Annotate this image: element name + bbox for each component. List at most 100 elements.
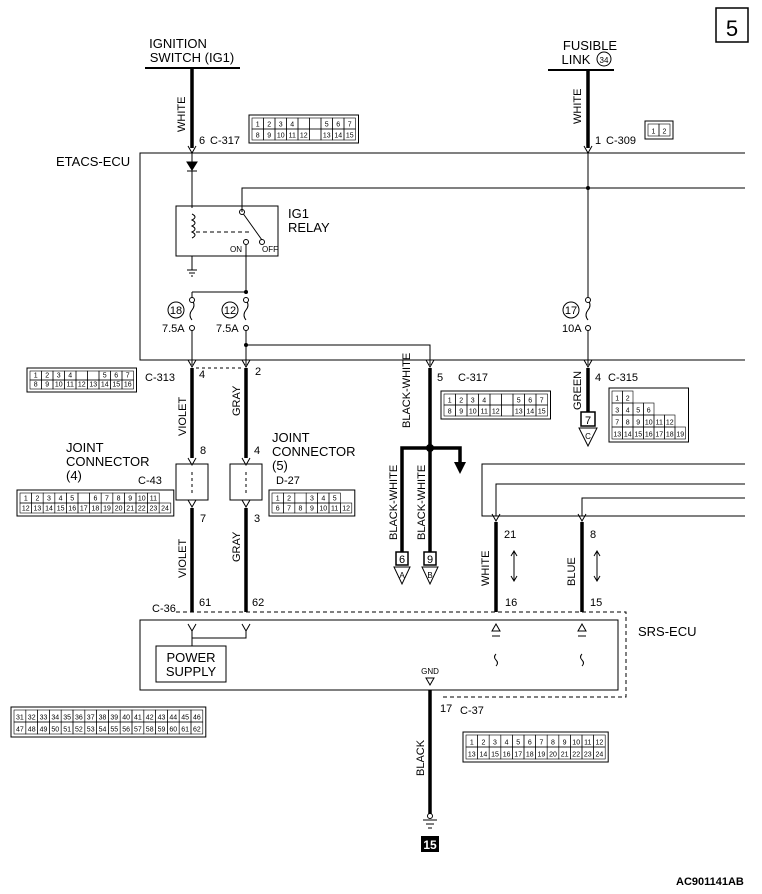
connector-pin-number: 8 [256, 133, 260, 140]
connector-cell [489, 393, 502, 406]
connector-c37-label: C-37 [460, 705, 484, 717]
offpage-b-letter: B [427, 571, 432, 580]
fuse-17-circle [562, 301, 580, 319]
connector-pin-number: 15 [57, 506, 65, 513]
c317-arrow-5 [425, 359, 435, 369]
connector-c315-label: C-315 [608, 372, 638, 384]
connector-pin-number: 46 [193, 715, 201, 722]
connector-pin-number: 14 [480, 752, 488, 759]
connector-cell [309, 117, 322, 130]
connector-pin-number: 2 [626, 396, 630, 403]
wire-label-violet-upper: VIOLET [177, 397, 189, 436]
wire-white-srs-inner [495, 483, 745, 516]
connector-pin-number: 9 [310, 506, 314, 513]
page-number-box [715, 7, 749, 43]
relay-off-label: OFF [262, 245, 278, 254]
fuse-17-icon [585, 299, 591, 321]
ig1-relay-box [175, 205, 279, 257]
connector-pin-number: 10 [55, 382, 63, 389]
fuse-12-circle [221, 301, 239, 319]
connector-pin-number: 6 [276, 506, 280, 513]
fusible-link-number-circle [596, 51, 612, 67]
connector-pin-number: 18 [92, 506, 100, 513]
diode-icon [186, 161, 198, 172]
connector-pin-number: 50 [51, 727, 59, 734]
connector-pin-number: 2 [35, 496, 39, 503]
pin-61: 61 [199, 597, 211, 609]
c315-arrow-4 [583, 359, 593, 369]
connector-pin-number: 1 [652, 129, 656, 136]
connector-pin-number: 42 [146, 715, 154, 722]
connector-pin-number: 2 [45, 373, 49, 380]
connector-pin-number: 10 [277, 133, 285, 140]
connector-pin-number: 5 [636, 408, 640, 415]
connector-pin-number: 2 [267, 122, 271, 129]
connector-pin-number: 4 [482, 398, 486, 405]
connector-pin-number: 14 [526, 409, 534, 416]
joint-connector-4-box [175, 463, 209, 501]
wire-label-gray-lower: GRAY [231, 531, 243, 562]
connector-cell [674, 426, 686, 440]
connector-pin-number: 19 [103, 506, 111, 513]
connector-pin-number: 10 [319, 506, 327, 513]
offpage-c-num-box [580, 411, 596, 427]
connector-pin-number: 8 [34, 382, 38, 389]
joint-connector-4-label: JOINT [66, 440, 104, 455]
joint-connector-4-label-3: (4) [66, 468, 82, 483]
relay-on-label: ON [230, 245, 242, 254]
connector-pin-number: 51 [63, 727, 71, 734]
connector-pin-number: 24 [161, 506, 169, 513]
connector-pin-number: 47 [16, 727, 24, 734]
offpage-a-num-box [395, 551, 409, 566]
fuse-17-terminal-bot [585, 325, 591, 331]
connector-pin-number: 11 [584, 740, 591, 747]
connector-pin-number: 12 [596, 740, 604, 747]
wire-label-white-srs: WHITE [480, 551, 492, 586]
connector-pin-number: 36 [75, 715, 83, 722]
connector-pin-number: 9 [128, 496, 132, 503]
wire-blue-srs-inner [581, 497, 745, 516]
connector-pin-number: 12 [666, 420, 674, 427]
connector-pin-number: 1 [448, 398, 452, 405]
pin-5-c317: 5 [437, 372, 443, 384]
connector-pin-number: 14 [45, 506, 53, 513]
connector-pin-number: 11 [656, 420, 663, 427]
offpage-c-num: 7 [585, 415, 591, 427]
connector-pin-number: 58 [146, 727, 154, 734]
connector-pin-number: 24 [596, 752, 604, 759]
connector-cell [297, 117, 310, 130]
connector-pin-number: 1 [34, 373, 38, 380]
connector-pin-number: 22 [572, 752, 580, 759]
connector-pin-number: 11 [331, 506, 338, 513]
connector-pin-number: 4 [59, 496, 63, 503]
connector-pin-number: 57 [134, 727, 142, 734]
pin-4-d27: 4 [254, 445, 260, 457]
connector-pin-number: 4 [321, 496, 325, 503]
srs-pin-62-arrow [241, 623, 251, 633]
offpage-b-triangle [421, 566, 439, 586]
connector-pin-number: 23 [584, 752, 592, 759]
fuse-12-rating: 7.5A [216, 323, 239, 335]
connector-pin-number: 3 [615, 408, 619, 415]
connector-pin-number: 2 [663, 129, 667, 136]
connector-pin-number: 19 [676, 432, 684, 439]
srs-ecu-dashed-outline [176, 611, 627, 698]
connector-pin-number: 16 [68, 506, 76, 513]
fuse-18-rating: 7.5A [162, 323, 185, 335]
connector-pin-number: 21 [561, 752, 569, 759]
connector-pin-number: 11 [481, 409, 488, 416]
connector-pin-number: 60 [169, 727, 177, 734]
connector-cell [658, 123, 671, 137]
connector-pin-number: 1 [470, 740, 474, 747]
fuse-12-number: 12 [224, 305, 236, 317]
connector-pin-number: 22 [138, 506, 146, 513]
pin-2-c313: 2 [255, 366, 261, 378]
connector-cell [77, 492, 90, 504]
connector-pin-number: 44 [169, 715, 177, 722]
ground-ref-box [421, 836, 439, 852]
pin-15: 15 [590, 597, 602, 609]
connector-pin-number: 11 [289, 133, 296, 140]
connector-c313-label: C-313 [145, 372, 175, 384]
connector-pin-number: 3 [57, 373, 61, 380]
